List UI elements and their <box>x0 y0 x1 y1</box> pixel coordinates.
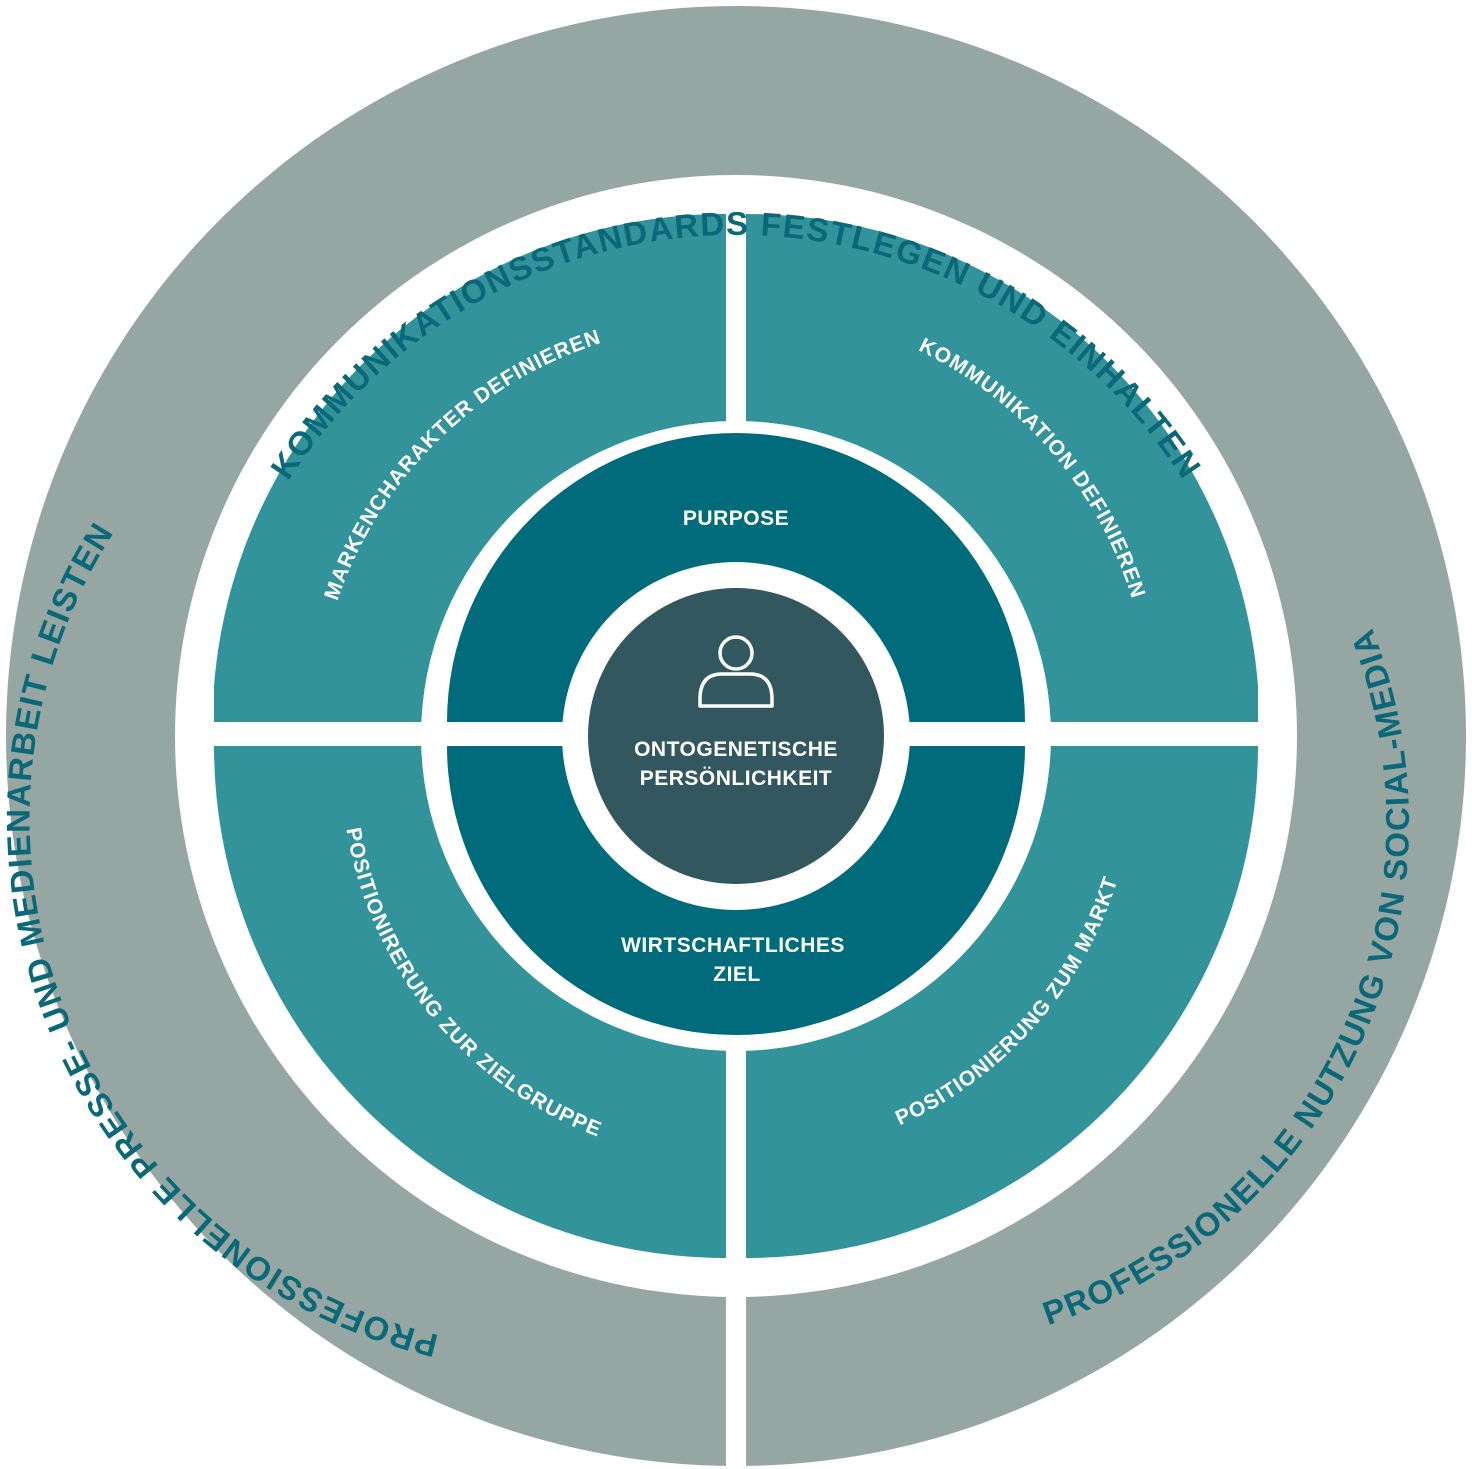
inner-label-purpose: PURPOSE <box>683 507 789 530</box>
inner-label-goal-line1: WIRTSCHAFTLICHES <box>621 934 845 957</box>
core-label-line2: PERSÖNLICHKEIT <box>640 767 833 790</box>
inner-label-goal-line2: ZIEL <box>713 963 761 986</box>
core-label-line1: ONTOGENETISCHE <box>634 738 838 761</box>
core-circle <box>588 588 884 884</box>
person-icon <box>698 635 774 708</box>
